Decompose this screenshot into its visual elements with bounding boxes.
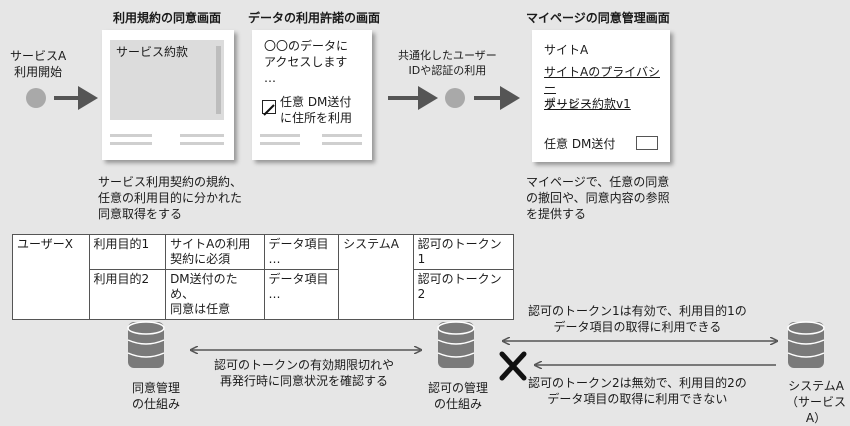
data-screen-panel: 〇〇のデータに アクセスします … 任意 DM送付 に住所を利用 xyxy=(252,30,372,160)
database-icon xyxy=(437,321,475,368)
terms-scrollbar[interactable] xyxy=(216,46,221,114)
terms-box-label: サービス約款 xyxy=(116,45,189,59)
cross-icon xyxy=(499,351,527,381)
token-cell: 認可のトークン2 xyxy=(412,269,515,320)
mypage-caption: マイページで、任意の同意 の撤回や、同意内容の参照 を提供する xyxy=(526,175,670,221)
table-row: ユーザーX 利用目的1 サイトAの利用 契約に必須 データ項目 … システムA … xyxy=(12,234,515,320)
database-icon xyxy=(787,321,825,368)
service-a-start-label: サービスA 利用開始 xyxy=(10,49,67,79)
privacy-policy-link[interactable]: サイトAのプライバシー ポリシー xyxy=(544,65,660,111)
terms-text-box[interactable]: サービス約款 xyxy=(110,40,224,120)
data-cell: データ項目 … xyxy=(263,269,340,320)
service-terms-link[interactable]: サービス約款v1 xyxy=(544,97,631,111)
terms-screen-panel: サービス約款 xyxy=(102,30,234,160)
mypage-panel: サイトA サイトAのプライバシー ポリシー サービス約款v1 任意 DM送付 xyxy=(532,30,670,162)
shared-id-label: 共通化したユーザー IDや認証の利用 xyxy=(398,49,497,77)
mypage-site-label: サイトA xyxy=(544,43,589,57)
check-mark-icon xyxy=(263,104,275,116)
auth-node xyxy=(445,88,465,108)
data-access-text: 〇〇のデータに アクセスします … xyxy=(264,39,349,85)
dm-consent-label: 任意 DM送付 に住所を利用 xyxy=(280,95,353,125)
auth-mgmt-label: 認可の管理 の仕組み xyxy=(428,381,489,411)
consent-table: ユーザーX 利用目的1 サイトAの利用 契約に必須 データ項目 … システムA … xyxy=(12,234,515,320)
table-row: 利用目的2 DM送付のため、 同意は任意 データ項目 … 認可のトークン2 xyxy=(13,269,515,320)
terms-caption: サービス利用契約の規約、 任意の利用目的に分かれた 同意取得をする xyxy=(98,175,243,221)
token2-note: 認可のトークン2は無効で、利用目的2の データ項目の取得に利用できない xyxy=(528,376,747,406)
dm-toggle-box[interactable] xyxy=(636,136,658,150)
consent-mgmt-label: 同意管理 の仕組み xyxy=(132,381,181,411)
system-cell: システムA xyxy=(338,234,414,320)
dm-consent-checkbox[interactable] xyxy=(262,100,276,116)
desc-cell: DM送付のため、 同意は任意 xyxy=(165,269,265,320)
purpose-cell: 利用目的1 xyxy=(88,234,167,270)
token-cell: 認可のトークン1 xyxy=(412,234,515,270)
data-screen-title: データの利用許諾の画面 xyxy=(248,11,381,25)
desc-cell: サイトAの利用 契約に必須 xyxy=(165,234,265,270)
mypage-dm-label: 任意 DM送付 xyxy=(544,137,616,151)
user-cell: ユーザーX xyxy=(12,234,90,320)
expiry-check-note: 認可のトークンの有効期限切れや 再発行時に同意状況を確認する xyxy=(214,358,395,388)
terms-screen-title: 利用規約の同意画面 xyxy=(113,11,222,25)
database-icon xyxy=(127,321,165,368)
mypage-title: マイページの同意管理画面 xyxy=(526,11,670,25)
token1-note: 認可のトークン1は有効で、利用目的1の データ項目の取得に利用できる xyxy=(528,304,747,334)
purpose-cell: 利用目的2 xyxy=(88,269,167,320)
user-node xyxy=(26,88,46,108)
